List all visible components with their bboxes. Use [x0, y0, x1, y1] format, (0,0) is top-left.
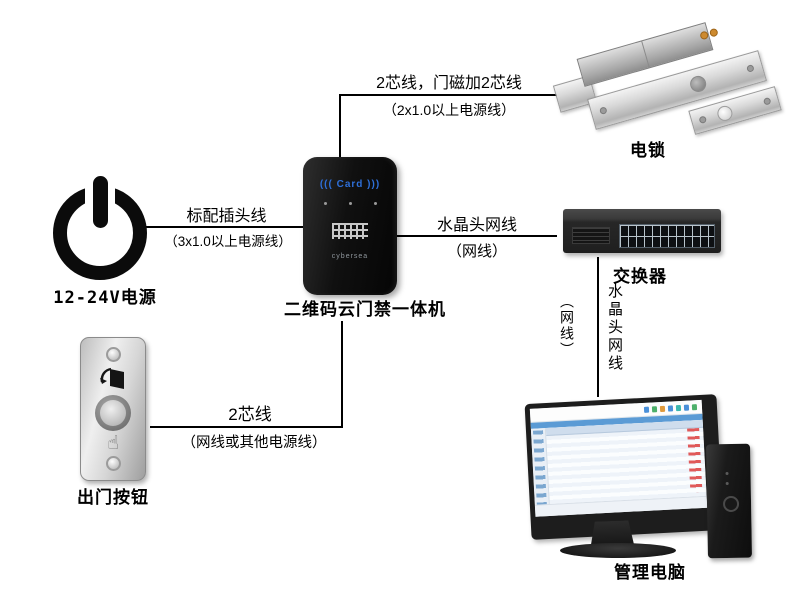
door-open-icon: [100, 368, 124, 390]
switch-front-display: [572, 227, 610, 244]
switch-label: 交换器: [613, 267, 667, 286]
device-switch-label-bottom: （网线）: [446, 243, 507, 260]
tower-power-button: [722, 495, 740, 513]
exit-button-image: ☝: [80, 337, 146, 481]
device-lock-horizontal-line: [339, 94, 558, 96]
lock-label: 电锁: [630, 141, 666, 160]
switch-port-grid: [619, 224, 715, 248]
switch-computer-label-left: （网线）: [559, 294, 575, 358]
press-button: [95, 394, 131, 431]
hand-press-icon: ☝: [107, 431, 119, 454]
computer-label: 管理电脑: [614, 563, 686, 582]
device-lock-vertical-line: [339, 95, 341, 158]
screw-icon: [105, 456, 121, 471]
lock-screw: [762, 96, 772, 106]
power-device-line: [146, 226, 305, 228]
management-software-screen: [529, 399, 708, 517]
lock-screw: [698, 115, 708, 125]
power-device-label-bottom: （3x1.0以上电源线）: [164, 234, 292, 249]
lock-screw: [746, 64, 755, 73]
device-label: 二维码云门禁一体机: [284, 300, 446, 319]
screw-icon: [105, 347, 121, 362]
switch-computer-line: [597, 257, 599, 397]
device-lock-label-top: 2芯线，门磁加2芯线: [376, 75, 522, 92]
strike-hole: [715, 104, 735, 123]
button-device-horizontal-line: [150, 426, 343, 428]
power-device-label-top: 标配插头线: [186, 208, 267, 225]
network-switch-image: [563, 209, 721, 253]
device-lock-label-bottom: （2x1.0以上电源线）: [382, 102, 516, 118]
lock-screw: [598, 106, 608, 115]
desktop-tower: [706, 443, 752, 559]
exit-button-label: 出门按钮: [77, 488, 149, 507]
device-brand: cybersea: [331, 253, 369, 260]
button-device-label-top: 2芯线: [228, 405, 272, 424]
software-red-column: [687, 428, 703, 493]
lock-bolt-hole: [688, 74, 709, 94]
monitor: [524, 394, 724, 540]
device-keypad: [332, 223, 368, 239]
monitor-stand-base: [560, 543, 676, 558]
power-label: 12-24V电源: [53, 288, 157, 308]
access-controller-device: ((( Card ))) cybersea: [303, 157, 397, 295]
software-data-table: [545, 419, 707, 504]
device-indicator-leds: [323, 202, 377, 205]
software-body: [530, 419, 707, 505]
switch-computer-label-right: 水晶头网线: [606, 283, 623, 373]
power-icon-bar: [93, 176, 108, 228]
button-device-label-bottom: （网线或其他电源线）: [181, 435, 327, 451]
device-switch-label-top: 水晶头网线: [436, 217, 517, 234]
power-icon: [52, 176, 148, 280]
device-switch-line: [397, 235, 557, 237]
button-device-vertical-line: [341, 321, 343, 428]
card-reader-marking: ((( Card ))): [319, 179, 381, 190]
